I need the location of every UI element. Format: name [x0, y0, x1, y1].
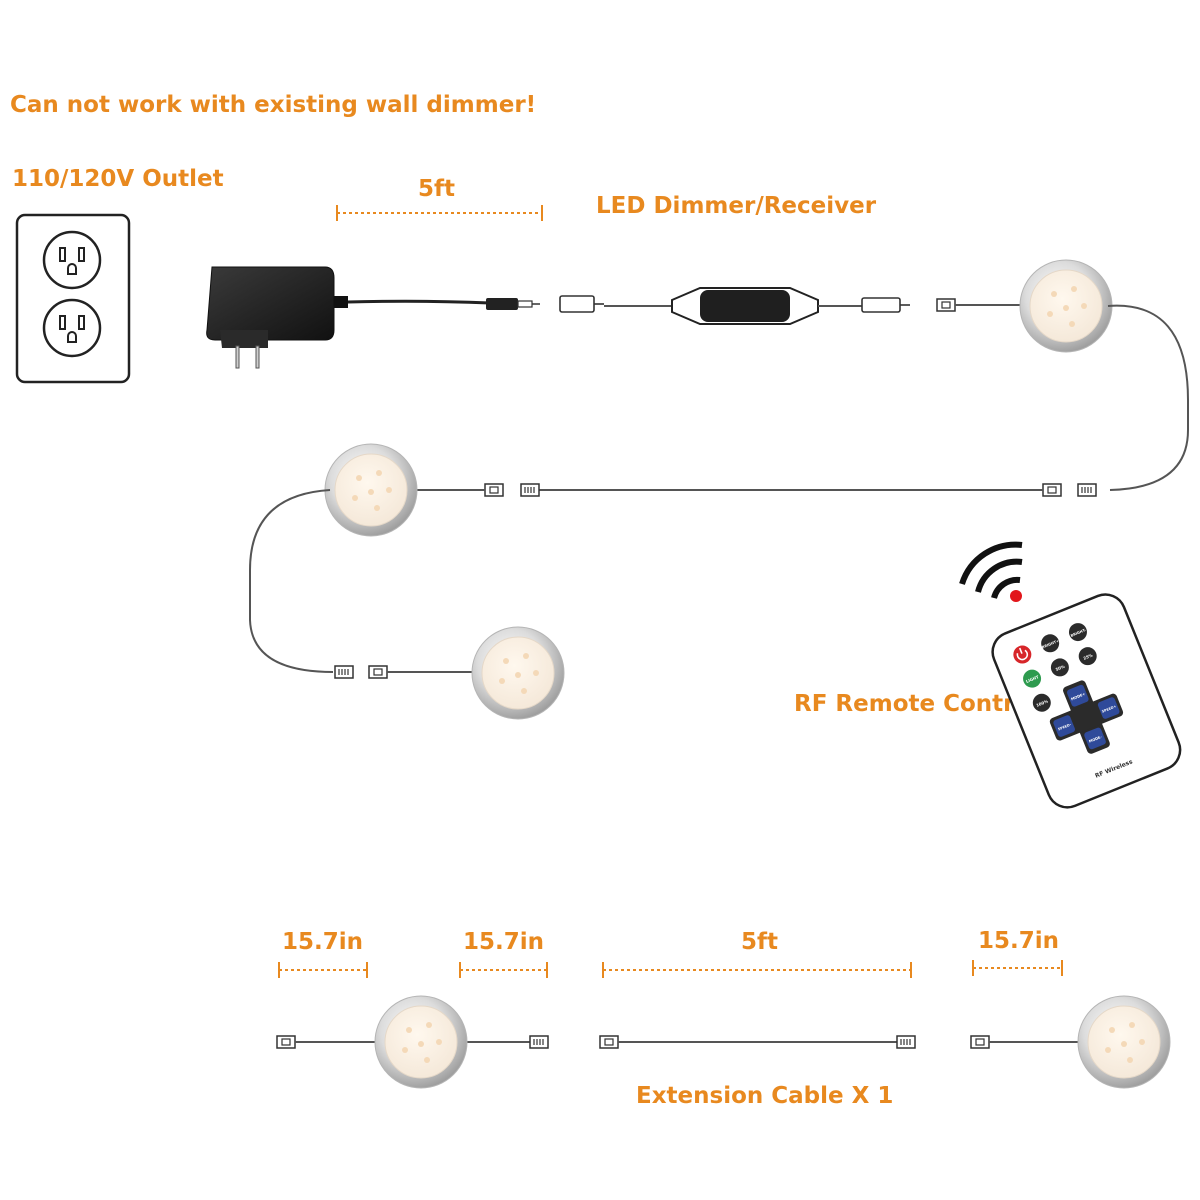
- dimmer-warning: Can not work with existing wall dimmer!: [10, 92, 537, 118]
- outlet-label: 110/120V Outlet: [12, 166, 224, 192]
- remote-key-50: 50%: [1055, 664, 1066, 672]
- outlet-socket-bottom-icon: [42, 298, 102, 358]
- remote-keypad: [1023, 623, 1124, 754]
- long-cable-left-connector: [520, 483, 540, 497]
- outlet-socket-top-icon: [42, 230, 102, 290]
- wall-outlet: [15, 213, 131, 384]
- light-2-input-connector: [484, 483, 504, 497]
- remote-key-speed-up: SPEED+: [1101, 704, 1117, 713]
- remote-key-100: 100%: [1035, 699, 1048, 708]
- light-a-right-dimension: [459, 962, 548, 978]
- remote-key-light: LIGHT: [1025, 674, 1040, 684]
- light-2-output-wire: [249, 489, 334, 673]
- long-cable-right-connector: [1042, 483, 1062, 497]
- dimmer-output-plug: [861, 297, 910, 313]
- dimmer-receiver-box: [671, 287, 819, 325]
- remote-key-mode-up: MODE+: [1070, 692, 1085, 701]
- light-b-length: 15.7in: [978, 928, 1060, 954]
- remote-key-bright-down: BRIGHT-: [1070, 628, 1087, 638]
- adapter-dc-plug: [486, 298, 540, 310]
- light-1-output-connector: [1077, 483, 1097, 497]
- kit-light-a: [276, 995, 549, 1089]
- light-2-output-connector: [334, 665, 354, 679]
- light-2-puck: [324, 443, 418, 537]
- extension-cable-label: Extension Cable X 1: [636, 1083, 894, 1109]
- rf-signal-icon: [959, 541, 1023, 602]
- kit-extension-cable: [599, 1035, 916, 1049]
- light-1-puck: [1019, 259, 1113, 353]
- remote-label: RF Remote Control: [794, 691, 1039, 717]
- power-adapter: [206, 266, 348, 369]
- rf-remote: LIGHT BRIGHT+ BRIGHT- 100% 50% 25% MODE+…: [991, 593, 1182, 809]
- light-1-output-wire: [1107, 304, 1189, 491]
- adapter-cable-length: 5ft: [418, 176, 456, 202]
- light-a-right-length: 15.7in: [463, 929, 545, 955]
- kit-light-b: [970, 995, 1171, 1089]
- light-a-left-dimension: [278, 962, 368, 978]
- adapter-cable: [347, 299, 491, 305]
- dimmer-label: LED Dimmer/Receiver: [596, 193, 877, 219]
- light-3-puck: [471, 626, 565, 720]
- remote-power-icon: [1013, 645, 1032, 664]
- adapter-cable-dimension: [336, 205, 543, 221]
- light-3-input-connector: [368, 665, 388, 679]
- remote-key-bright-up: BRIGHT+: [1041, 639, 1059, 650]
- light-1-connector: [936, 298, 956, 312]
- light-b-dimension: [972, 960, 1063, 976]
- extension-length: 5ft: [741, 929, 779, 955]
- extension-dimension: [602, 962, 912, 978]
- remote-key-25: 25%: [1083, 653, 1094, 661]
- remote-key-mode-down: MODE-: [1088, 735, 1103, 744]
- light-a-left-length: 15.7in: [282, 929, 364, 955]
- dimmer-input-jack: [559, 295, 604, 313]
- remote-key-speed-down: SPEED-: [1057, 722, 1072, 731]
